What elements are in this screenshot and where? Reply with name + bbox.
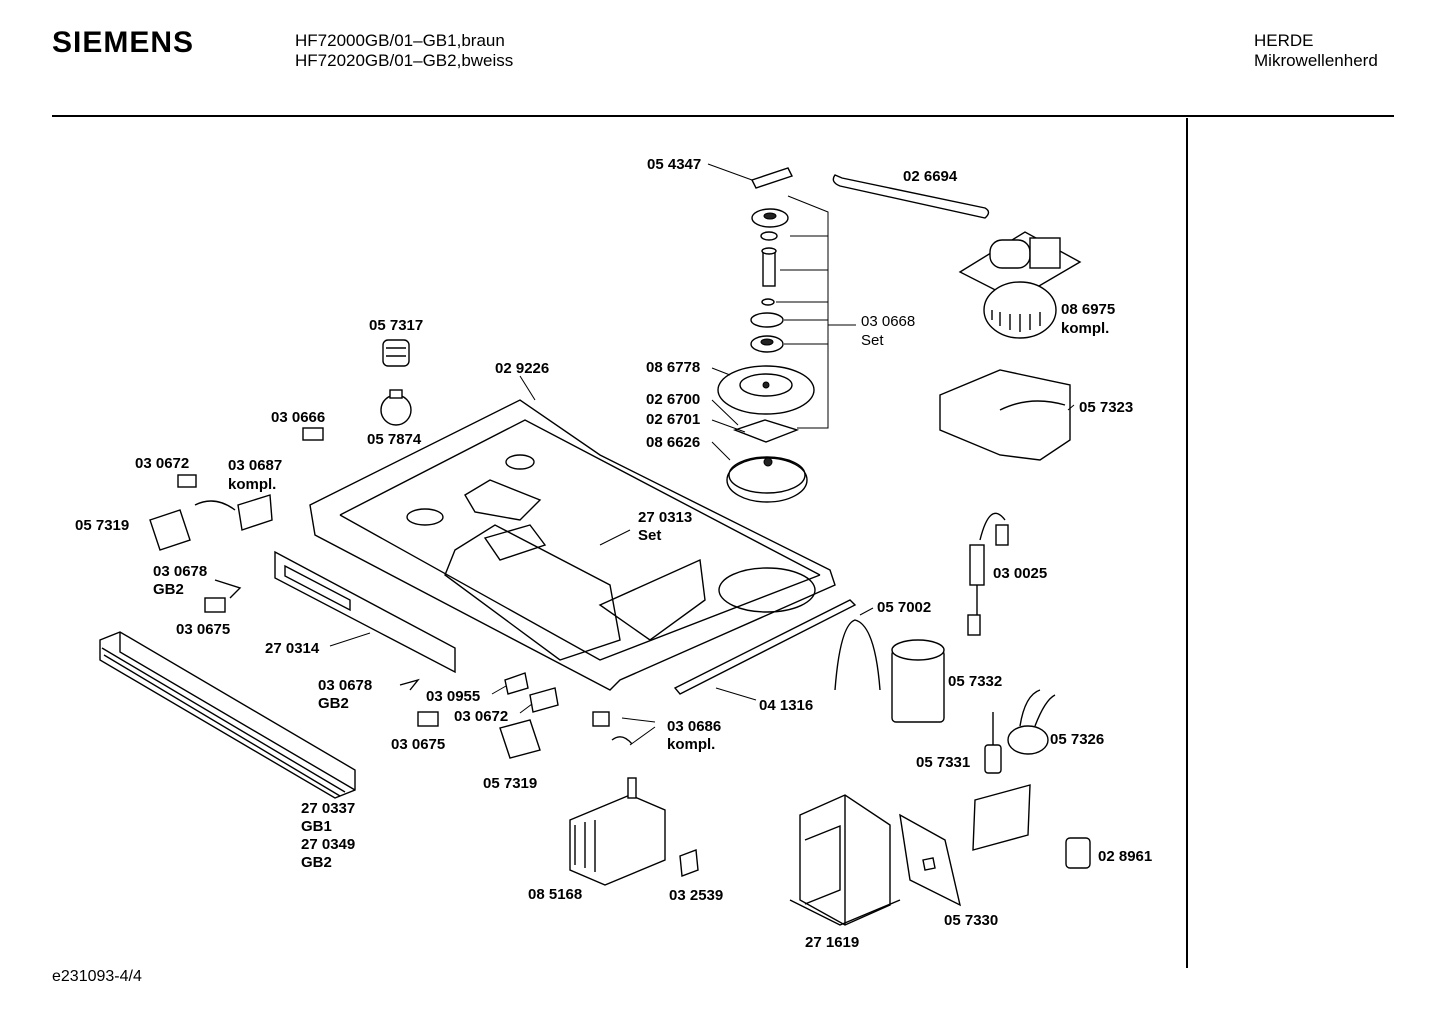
label-030672: 03 0672 xyxy=(135,455,189,472)
capacitor-part xyxy=(891,639,945,723)
label-270349: 27 0349 xyxy=(301,836,355,853)
label-030675: 03 0675 xyxy=(176,621,230,638)
label-057330: 05 7330 xyxy=(944,912,998,929)
label-030025: 03 0025 xyxy=(993,565,1047,582)
label-030687: 03 0687 xyxy=(228,457,282,474)
label-057319: 05 7319 xyxy=(75,517,129,534)
label-086778: 08 6778 xyxy=(646,359,700,376)
shield-plate-part xyxy=(899,813,962,907)
model-line-1: HF72000GB/01–GB1,braun xyxy=(295,31,505,50)
category-line-2: Mikrowellenherd xyxy=(1254,51,1378,70)
drive-belt-part xyxy=(832,174,990,219)
diode-part xyxy=(984,712,1002,774)
capacitor-clip-part xyxy=(834,619,881,691)
label-054347: 05 4347 xyxy=(647,156,701,173)
appliance-category: HERDE Mikrowellenherd xyxy=(1254,31,1378,71)
model-list: HF72000GB/01–GB1,braun HF72020GB/01–GB2,… xyxy=(295,31,513,71)
label-057323: 05 7323 xyxy=(1079,399,1133,416)
label-030672-b: 03 0672 xyxy=(454,708,508,725)
door-strip-part xyxy=(99,631,356,799)
label-057331: 05 7331 xyxy=(916,754,970,771)
label-057326: 05 7326 xyxy=(1050,731,1104,748)
transformer-part xyxy=(789,794,901,926)
label-032539: 03 2539 xyxy=(669,887,723,904)
label-030666: 03 0666 xyxy=(271,409,325,426)
label-030668: 03 0668 xyxy=(861,313,915,330)
document-id: e231093-4/4 xyxy=(52,968,142,985)
thermostat-part xyxy=(1065,837,1091,869)
diode-bracket-part xyxy=(972,784,1031,851)
label-028961: 02 8961 xyxy=(1098,848,1152,865)
lamp-bulb-part xyxy=(380,389,412,426)
magnetron-part xyxy=(569,777,666,886)
label-270337: 27 0337 xyxy=(301,800,355,817)
lower-switch-group xyxy=(399,672,633,759)
guide-rail-part xyxy=(673,599,857,695)
stirrer-plate-part xyxy=(717,365,815,443)
small-bracket-part xyxy=(679,849,699,877)
label-057002: 05 7002 xyxy=(877,599,931,616)
label-030687-kompl: kompl. xyxy=(228,476,276,493)
label-086626: 08 6626 xyxy=(646,434,700,451)
fuse-part xyxy=(967,512,1009,636)
label-057319-b: 05 7319 xyxy=(483,775,537,792)
fan-motor-part xyxy=(958,231,1082,339)
cavity-base-tray xyxy=(309,399,836,691)
label-030675-b: 03 0675 xyxy=(391,736,445,753)
label-270313-set: Set xyxy=(638,527,661,544)
label-085168: 08 5168 xyxy=(528,886,582,903)
label-057332: 05 7332 xyxy=(948,673,1002,690)
label-086975: 08 6975 xyxy=(1061,301,1115,318)
label-270337-gb1: GB1 xyxy=(301,818,332,835)
label-030955: 03 0955 xyxy=(426,688,480,705)
label-030668-set: Set xyxy=(861,332,884,349)
stirrer-bearing-stack xyxy=(750,167,793,353)
label-030678: 03 0678 xyxy=(153,563,207,580)
category-line-1: HERDE xyxy=(1254,31,1314,50)
lamp-socket-part xyxy=(382,339,410,367)
header-divider xyxy=(52,115,1394,117)
label-057317: 05 7317 xyxy=(369,317,423,334)
front-rail-part xyxy=(274,550,456,674)
right-margin-divider xyxy=(1186,118,1188,968)
label-271619: 27 1619 xyxy=(805,934,859,951)
model-line-2: HF72020GB/01–GB2,bweiss xyxy=(295,51,514,70)
label-086975-kompl: kompl. xyxy=(1061,320,1109,337)
label-029226: 02 9226 xyxy=(495,360,549,377)
fan-housing-part xyxy=(939,369,1071,461)
stirrer-part xyxy=(726,456,808,503)
label-030678-gb2: GB2 xyxy=(153,581,184,598)
switch-bracket-part xyxy=(149,427,324,613)
label-026700: 02 6700 xyxy=(646,391,700,408)
label-270349-gb2: GB2 xyxy=(301,854,332,871)
label-030678-b: 03 0678 xyxy=(318,677,372,694)
part-number-labels: 05 4347 02 6694 03 0668 Set 08 6975 komp… xyxy=(75,156,1152,951)
label-030686: 03 0686 xyxy=(667,718,721,735)
label-270314: 27 0314 xyxy=(265,640,320,657)
label-041316: 04 1316 xyxy=(759,697,813,714)
label-057874: 05 7874 xyxy=(367,431,422,448)
leader-lines xyxy=(329,163,1075,746)
brand-logo: SIEMENS xyxy=(52,26,195,59)
label-026701: 02 6701 xyxy=(646,411,700,428)
label-030686-kompl: kompl. xyxy=(667,736,715,753)
label-026694: 02 6694 xyxy=(903,168,958,185)
label-030678-b-gb2: GB2 xyxy=(318,695,349,712)
filter-part xyxy=(1007,689,1056,755)
label-270313: 27 0313 xyxy=(638,509,692,526)
